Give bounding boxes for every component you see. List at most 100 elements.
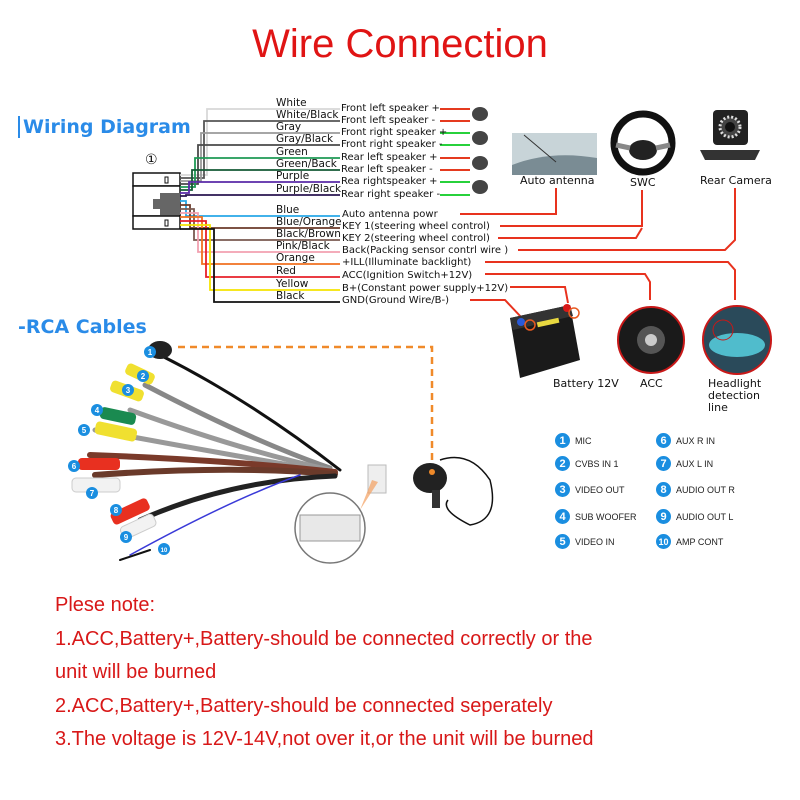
plug-number-badge xyxy=(120,531,132,543)
plug-number: 2 xyxy=(141,372,146,381)
mic-connection-dashed-line xyxy=(178,345,434,470)
legend-label: MIC xyxy=(575,435,592,446)
plug-number: 1 xyxy=(148,348,153,357)
speaker-icon xyxy=(472,180,488,194)
legend-number-badge: 3 xyxy=(555,482,570,497)
legend-number-badge: 2 xyxy=(555,456,570,471)
wire-function-label: +ILL(Illuminate backlight) xyxy=(342,257,472,268)
auto-antenna-label: Auto antenna xyxy=(520,174,595,187)
plug-number-badge xyxy=(86,487,98,499)
legend-number-badge: 5 xyxy=(555,534,570,549)
legend-number-badge: 1 xyxy=(555,433,570,448)
plug-number-badge xyxy=(122,384,134,396)
acc-ignition-image xyxy=(617,306,685,374)
legend-label: AUDIO OUT R xyxy=(676,484,735,495)
note-line-1-cont: unit will be burned xyxy=(55,661,217,683)
wire-color-label: Orange xyxy=(276,252,315,264)
harness-connector xyxy=(132,172,181,230)
battery-positive-leader xyxy=(510,286,569,304)
wire-color-label: Purple xyxy=(276,170,310,182)
wire-color-label: Black xyxy=(276,290,305,302)
plug-number-badge xyxy=(78,424,90,436)
antenna-leader xyxy=(460,188,557,215)
wire-function-label: Front left speaker + xyxy=(341,103,440,114)
rca-plug-green-4 xyxy=(99,407,137,425)
plug-number-badge xyxy=(110,504,122,516)
connector-magnifier xyxy=(294,480,378,564)
headlight-label: Headlight detection line xyxy=(708,377,762,414)
wire-color-label: Black/Brown xyxy=(276,228,341,240)
plug-number: 7 xyxy=(90,489,95,498)
plug-number: 3 xyxy=(126,386,131,395)
speaker-wire xyxy=(180,157,340,188)
plug-number: 4 xyxy=(95,406,100,415)
headlight-leader xyxy=(485,261,736,300)
plug-number-badge xyxy=(158,543,170,555)
wire-function-label: GND(Ground Wire/B-) xyxy=(342,295,450,306)
wire-color-label: White xyxy=(276,97,307,109)
wire-function-label: Front right speaker + xyxy=(341,127,448,138)
wiring-diagram-heading: Wiring Diagram xyxy=(18,116,191,138)
microphone-image xyxy=(413,456,494,526)
legend-number-badge: 10 xyxy=(656,534,671,549)
wire-function-label: Rear right speaker - xyxy=(341,189,441,200)
wire-function-label: Rear left speaker + xyxy=(341,152,438,163)
swc-label: SWC xyxy=(630,176,656,189)
legend-label: VIDEO OUT xyxy=(575,484,625,495)
speaker-icon xyxy=(472,131,488,145)
legend-number-badge: 4 xyxy=(555,509,570,524)
power-wire xyxy=(180,212,340,253)
wire-function-label: Front left speaker - xyxy=(341,115,436,126)
page-title: Wire Connection xyxy=(252,22,548,66)
headlight-image xyxy=(702,305,772,375)
wire-function-label: Rea rightspeaker + xyxy=(341,176,438,187)
plug-number: 10 xyxy=(161,548,168,554)
speaker-wire xyxy=(180,108,340,176)
wire-function-label: B+(Constant power supply+12V) xyxy=(342,283,509,294)
wire-color-label: Blue/Orange xyxy=(276,216,342,228)
plug-number-badge xyxy=(144,346,156,358)
plug-number: 6 xyxy=(72,462,77,471)
rear-camera-leader xyxy=(518,188,736,251)
rca-plug-red-6 xyxy=(78,458,120,470)
wire-function-label: Auto antenna powr xyxy=(342,209,438,220)
legend-number-badge: 6 xyxy=(656,433,671,448)
speaker-wire xyxy=(180,194,340,197)
power-wire xyxy=(180,224,340,291)
power-wire xyxy=(180,228,340,303)
wire-color-label: White/Black xyxy=(276,109,339,121)
wire-color-label: Blue xyxy=(276,204,300,216)
swc-leader-2 xyxy=(498,227,643,239)
wire-color-label: Green xyxy=(276,146,308,158)
speaker-icon xyxy=(472,107,488,121)
rca-plug-yellow-5 xyxy=(94,421,138,442)
rca-cables-heading: -RCA Cables xyxy=(18,316,147,338)
power-wire xyxy=(180,220,340,278)
wire-color-label: Gray xyxy=(276,121,302,133)
battery-image xyxy=(510,304,580,378)
legend-label: AUX L IN xyxy=(676,458,714,469)
wire-function-label: KEY 2(steering wheel control) xyxy=(342,233,490,244)
legend-label: SUB WOOFER xyxy=(575,511,637,522)
legend-item: 1 MIC xyxy=(555,433,592,448)
note-heading: Plese note: xyxy=(55,594,156,616)
swc-leader-1 xyxy=(500,190,643,227)
plug-number-badge xyxy=(137,370,149,382)
wire-color-label: Green/Back xyxy=(276,158,337,170)
wire-function-label: KEY 1(steering wheel control) xyxy=(342,221,490,232)
wire-color-label: Pink/Black xyxy=(276,240,330,252)
battery-label: Battery 12V xyxy=(553,377,619,390)
legend-item: 3 VIDEO OUT xyxy=(555,482,625,497)
wire-color-label: Gray/Black xyxy=(276,133,334,145)
plug-number-badge xyxy=(68,460,80,472)
wire-color-label: Purple/Black xyxy=(276,183,342,195)
speaker-wire xyxy=(180,132,340,182)
battery-negative-leader xyxy=(470,299,523,319)
legend-number-badge: 7 xyxy=(656,456,671,471)
